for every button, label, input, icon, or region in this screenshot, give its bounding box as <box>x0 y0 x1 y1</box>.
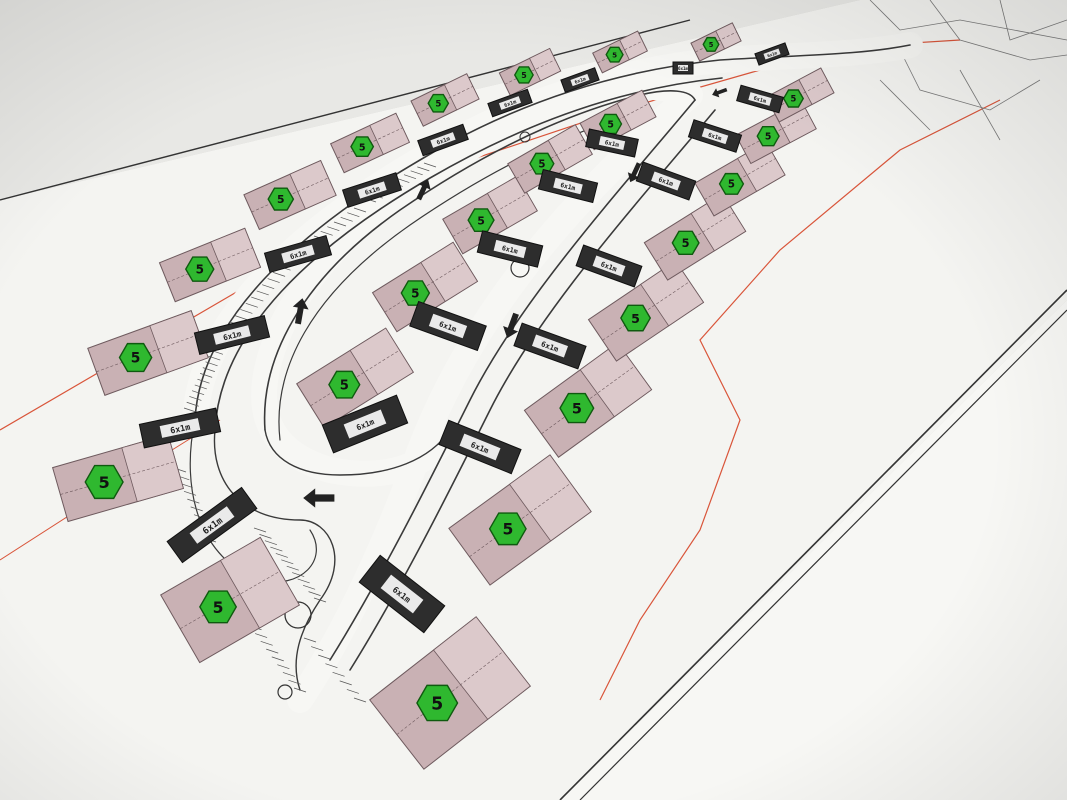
site-plan-drawing: 55555555555555555555555 6x1m6x1m6x1m6x1m… <box>0 0 1067 800</box>
lighting-vignette <box>0 0 1067 800</box>
site-plan-photo: 55555555555555555555555 6x1m6x1m6x1m6x1m… <box>0 0 1067 800</box>
